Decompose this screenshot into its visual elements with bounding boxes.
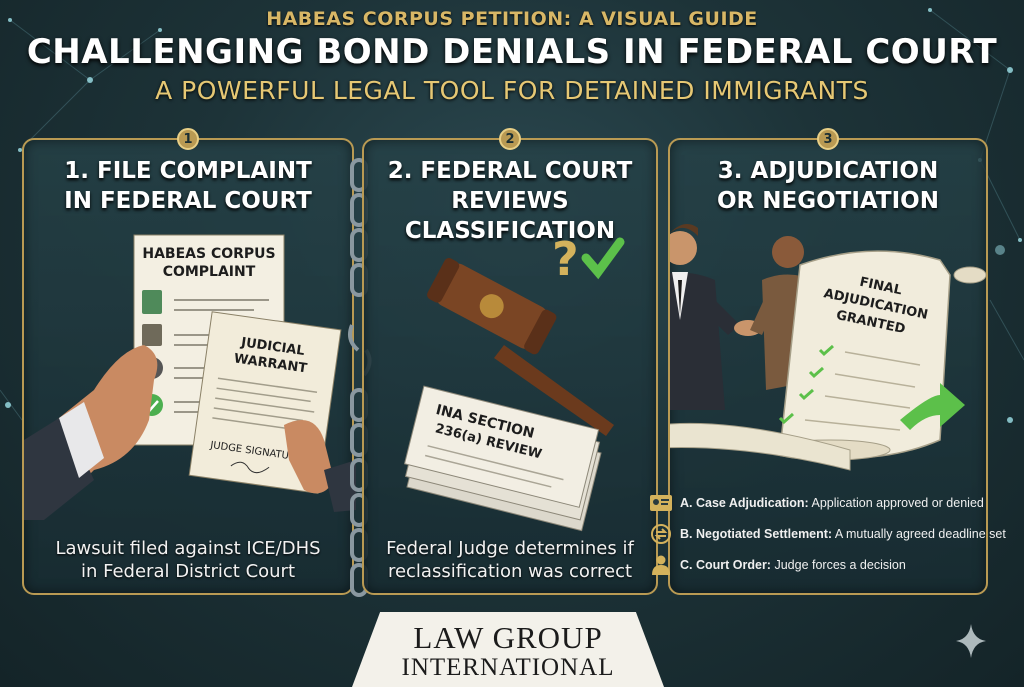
step-2-caption: Federal Judge determines if reclassifica… xyxy=(364,537,656,583)
step-2-panel: 2 2. FEDERAL COURT REVIEWS CLASSIFICATIO… xyxy=(362,128,658,595)
document-icon xyxy=(142,290,162,314)
exchange-icon xyxy=(650,524,672,544)
step-1-illustration: HABEAS CORPUS COMPLAINT JUDICIAL WARRAN xyxy=(24,234,356,520)
legend-item-court-order: C. Court Order: Judge forces a decision xyxy=(650,554,990,576)
step-3-title-line1: 3. ADJUDICATION xyxy=(717,158,939,184)
right-hand xyxy=(284,420,356,512)
step-2-caption-line2: reclassification was correct xyxy=(387,561,633,582)
checklist-icons xyxy=(778,344,834,425)
question-mark-icon: ? xyxy=(552,232,579,286)
legend-item-settlement: B. Negotiated Settlement: A mutually agr… xyxy=(650,523,1006,545)
step-1-title-line1: 1. FILE COMPLAINT xyxy=(64,158,312,184)
person-icon xyxy=(650,555,672,575)
header: HABEAS CORPUS PETITION: A VISUAL GUIDE C… xyxy=(0,8,1024,105)
step-1-caption-line1: Lawsuit filed against ICE/DHS xyxy=(55,538,321,559)
law-group-logo: LAW GROUP INTERNATIONAL xyxy=(352,612,664,687)
complaint-title-1: HABEAS CORPUS xyxy=(142,246,275,262)
step-3-illustration: FINAL ADJUDICATION GRANTED xyxy=(670,224,987,471)
step-2-title-line1: 2. FEDERAL COURT xyxy=(387,158,633,184)
arrow-right-icon xyxy=(900,383,965,430)
step-1-number-badge: 1 xyxy=(177,128,199,150)
step-3-number-badge: 3 xyxy=(817,128,839,150)
complaint-title-2: COMPLAINT xyxy=(163,264,256,280)
step-1-title-line2: IN FEDERAL COURT xyxy=(64,188,312,214)
step-3-title-line2: OR NEGOTIATION xyxy=(717,188,939,214)
legend-item-adjudication: A. Case Adjudication: Application approv… xyxy=(650,492,990,514)
step-3-title: 3. ADJUDICATION OR NEGOTIATION xyxy=(670,156,986,216)
logo-main-text: LAW GROUP xyxy=(413,620,603,655)
id-card-icon xyxy=(650,494,672,512)
step-1-title: 1. FILE COMPLAINT IN FEDERAL COURT xyxy=(24,156,352,216)
logo-sub-text: INTERNATIONAL xyxy=(401,654,615,681)
step-1-panel: 1 1. FILE COMPLAINT IN FEDERAL COURT HAB… xyxy=(22,128,356,595)
final-adjudication-scroll: FINAL ADJUDICATION GRANTED xyxy=(670,250,987,471)
gavel-icon xyxy=(427,258,614,436)
step-3-panel: 3 3. ADJUDICATION OR NEGOTIATION xyxy=(668,128,988,595)
legend-text-a: Application approved or denied xyxy=(808,496,984,510)
step-1-caption: Lawsuit filed against ICE/DHS in Federal… xyxy=(24,537,352,583)
legend-text-c: Judge forces a decision xyxy=(770,558,906,572)
legend-label-b: B. Negotiated Settlement: xyxy=(680,527,833,541)
lawyer-figure xyxy=(670,224,740,410)
header-kicker: HABEAS CORPUS PETITION: A VISUAL GUIDE xyxy=(266,8,758,30)
page-subtitle: A POWERFUL LEGAL TOOL FOR DETAINED IMMIG… xyxy=(155,76,869,105)
clipboard-icon xyxy=(142,324,162,346)
legend-text-b: A mutually agreed deadline set xyxy=(832,527,1006,541)
step-2-number-badge: 2 xyxy=(499,128,521,150)
legend-label-a: A. Case Adjudication: xyxy=(680,496,809,510)
step-2-illustration: ? INA SECTION 236(a) REVIEW xyxy=(403,232,625,532)
step-2-caption-line1: Federal Judge determines if xyxy=(386,538,634,559)
page-title: CHALLENGING BOND DENIALS IN FEDERAL COUR… xyxy=(26,32,998,72)
ina-review-document: INA SECTION 236(a) REVIEW xyxy=(403,385,602,532)
legend-label-c: C. Court Order: xyxy=(680,558,771,572)
checkmark-icon xyxy=(581,237,625,280)
sparkle-icon xyxy=(956,624,986,658)
step-2-title: 2. FEDERAL COURT REVIEWS CLASSIFICATION xyxy=(364,156,656,246)
step-2-title-line2: REVIEWS CLASSIFICATION xyxy=(404,188,616,244)
left-hand xyxy=(24,345,158,520)
step-1-caption-line2: in Federal District Court xyxy=(80,561,296,582)
outcome-legend: A. Case Adjudication: Application approv… xyxy=(650,492,1006,585)
